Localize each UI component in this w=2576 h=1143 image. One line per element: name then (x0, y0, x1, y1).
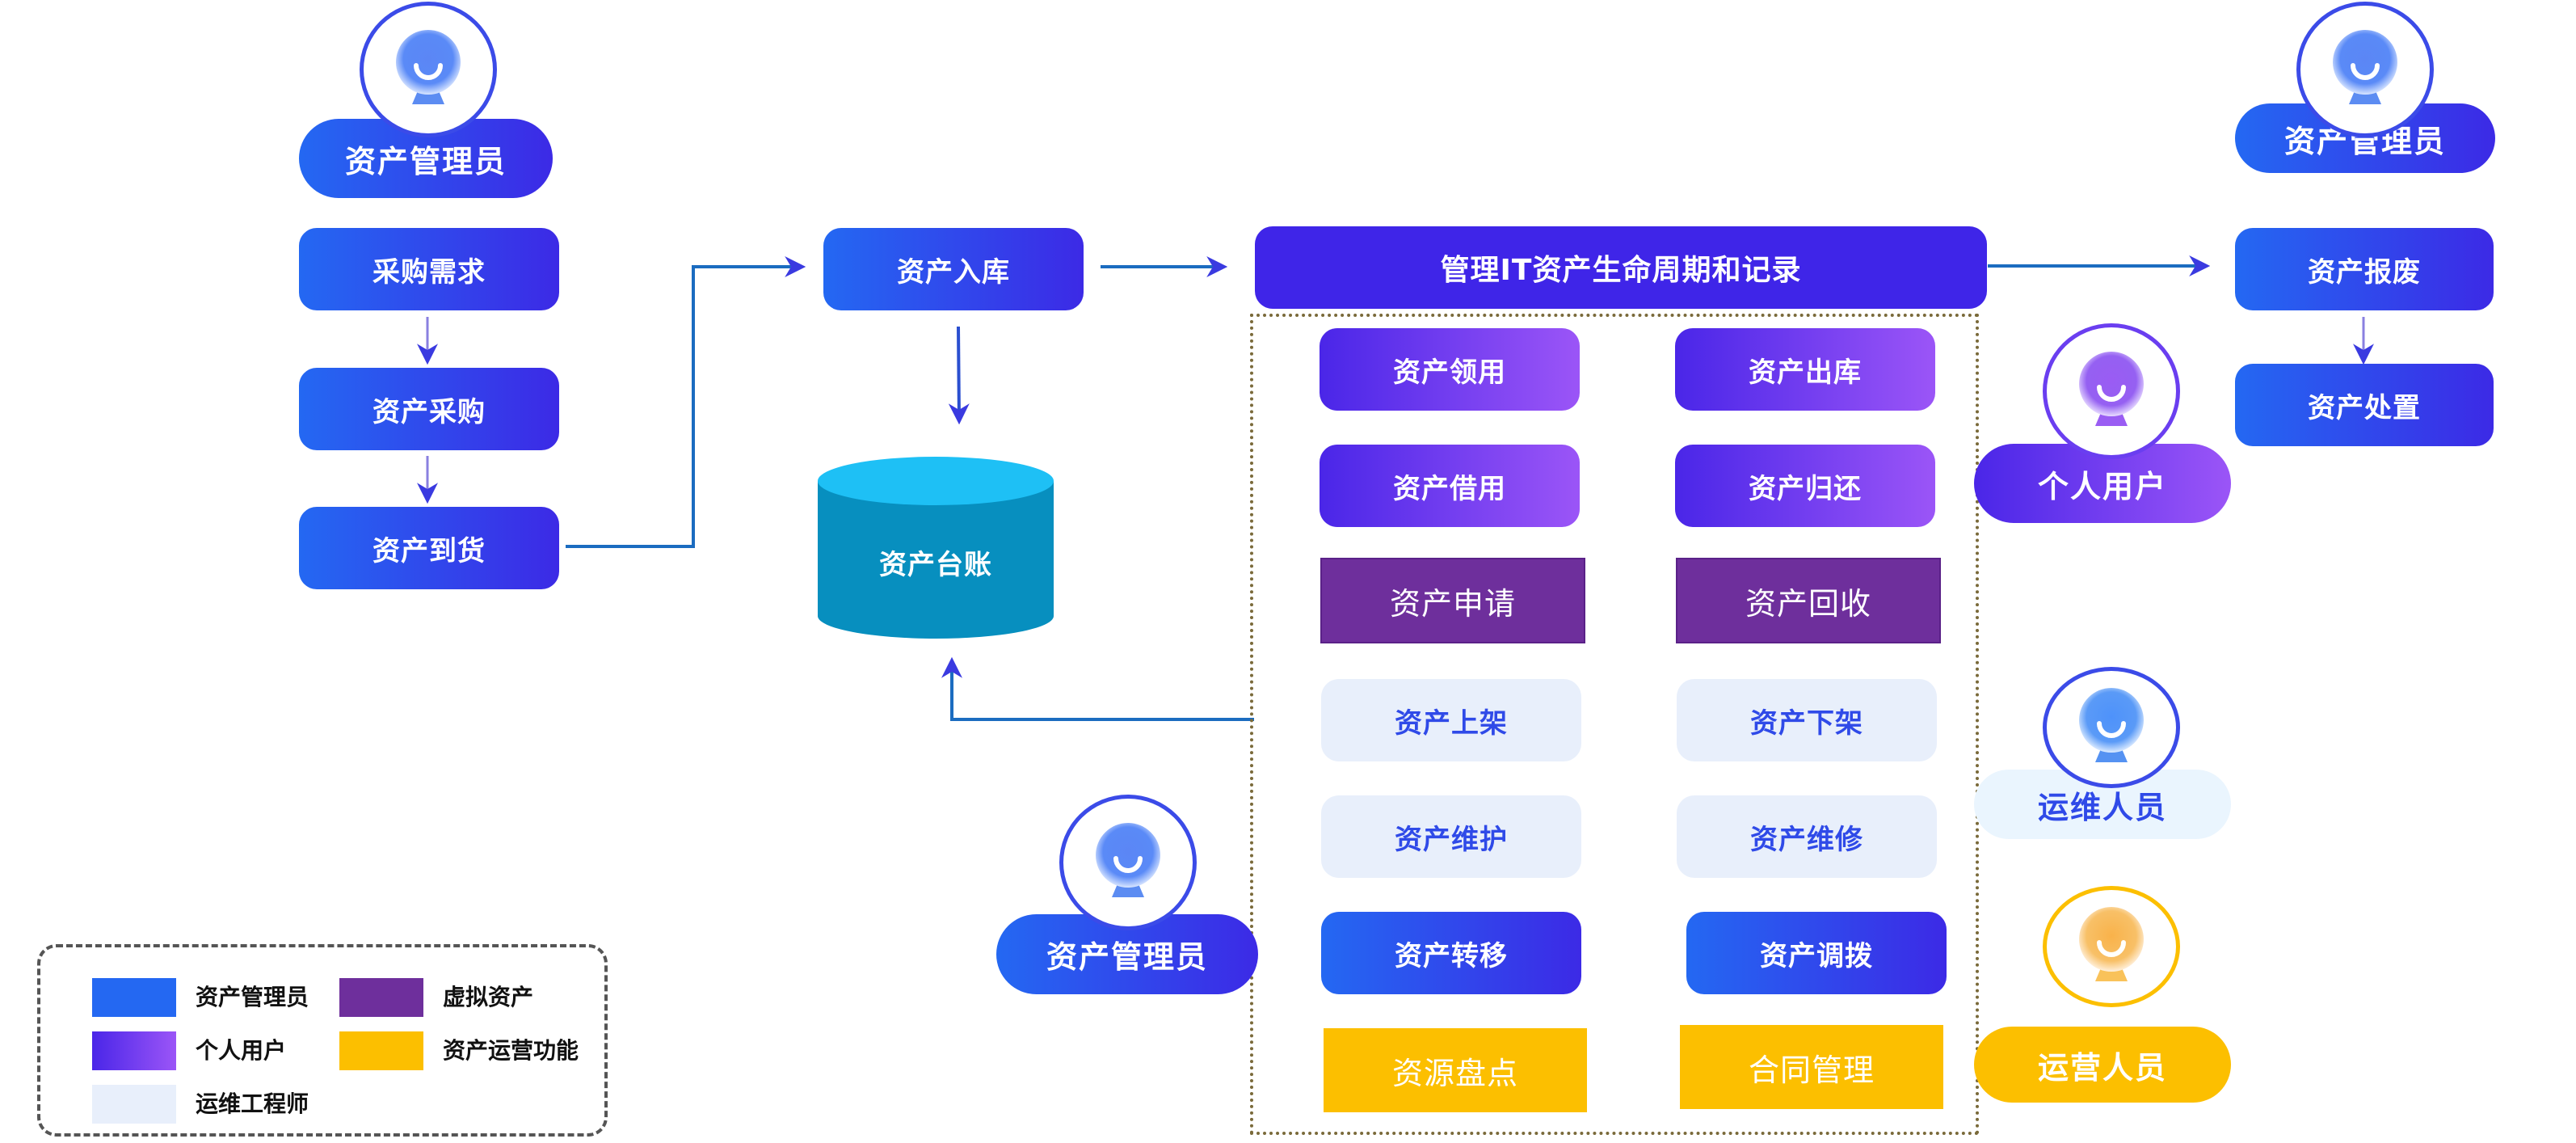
legend-swatch-operation (339, 1031, 423, 1070)
legend-label-virtual: 虚拟资产 (443, 984, 534, 1010)
admin-avatar-top-right (2296, 2, 2434, 137)
personal-user-avatar (2043, 323, 2180, 459)
operations-staff-avatar (2043, 886, 2180, 1007)
func-asset-shelve[interactable]: 资产上架 (1321, 679, 1581, 761)
func-asset-allocation[interactable]: 资产调拨 (1686, 912, 1947, 994)
arrow-arrival-to-inbound (566, 256, 806, 548)
role-pill-operations-staff: 运营人员 (1974, 1027, 2231, 1103)
person-avatar-icon (2333, 30, 2397, 104)
step-asset-scrap[interactable]: 资产报废 (2235, 228, 2494, 310)
func-asset-borrow[interactable]: 资产借用 (1320, 445, 1580, 527)
lifecycle-title-bar: 管理IT资产生命周期和记录 (1255, 226, 1987, 309)
person-avatar-icon (1096, 823, 1160, 897)
person-avatar-icon (396, 30, 461, 104)
step-asset-arrival[interactable]: 资产到货 (299, 507, 559, 589)
func-asset-outbound[interactable]: 资产出库 (1675, 328, 1935, 411)
func-asset-request[interactable]: 资产申请 (1320, 558, 1585, 643)
role-pill-personal-user: 个人用户 (1974, 444, 2231, 523)
arrow-lifecycle-to-ledger (941, 656, 1254, 721)
func-asset-recycle[interactable]: 资产回收 (1676, 558, 1941, 643)
ops-staff-avatar (2043, 667, 2180, 788)
asset-ledger-database[interactable] (818, 457, 1054, 639)
func-asset-repair[interactable]: 资产维修 (1677, 795, 1937, 878)
func-asset-unshelve[interactable]: 资产下架 (1677, 679, 1937, 761)
func-asset-maintenance[interactable]: 资产维护 (1321, 795, 1581, 878)
legend-swatch-personal-user (92, 1031, 176, 1070)
lifecycle-container (1250, 314, 1979, 1135)
legend-swatch-virtual (339, 978, 423, 1017)
person-avatar-icon (2079, 352, 2144, 426)
legend-label-admin: 资产管理员 (196, 984, 309, 1010)
arrow-inbound-to-ledger (948, 326, 970, 425)
person-avatar-icon (2079, 688, 2144, 762)
role-pill-ops-staff: 运维人员 (1974, 770, 2231, 839)
legend-swatch-admin (92, 978, 176, 1017)
func-asset-transfer[interactable]: 资产转移 (1321, 912, 1581, 994)
step-asset-purchase[interactable]: 资产采购 (299, 368, 559, 450)
func-contract-management[interactable]: 合同管理 (1680, 1025, 1943, 1109)
admin-avatar-top-left (360, 2, 497, 137)
person-avatar-icon (2079, 907, 2144, 981)
legend: 资产管理员 虚拟资产 个人用户 资产运营功能 运维工程师 (37, 944, 608, 1137)
role-pill-admin-top-left: 资产管理员 (299, 119, 553, 198)
func-asset-claim[interactable]: 资产领用 (1320, 328, 1580, 411)
step-asset-inbound[interactable]: 资产入库 (823, 228, 1084, 310)
legend-swatch-ops-engineer (92, 1085, 176, 1124)
legend-label-ops-engineer: 运维工程师 (196, 1090, 309, 1117)
step-purchase-demand[interactable]: 采购需求 (299, 228, 559, 310)
func-asset-return[interactable]: 资产归还 (1675, 445, 1935, 527)
func-resource-inventory[interactable]: 资源盘点 (1324, 1028, 1587, 1112)
admin-avatar-bottom-center (1059, 795, 1197, 930)
legend-label-operation: 资产运营功能 (443, 1037, 579, 1064)
legend-label-personal-user: 个人用户 (196, 1037, 287, 1064)
step-asset-disposal[interactable]: 资产处置 (2235, 364, 2494, 446)
asset-ledger-label: 资产台账 (879, 548, 992, 581)
